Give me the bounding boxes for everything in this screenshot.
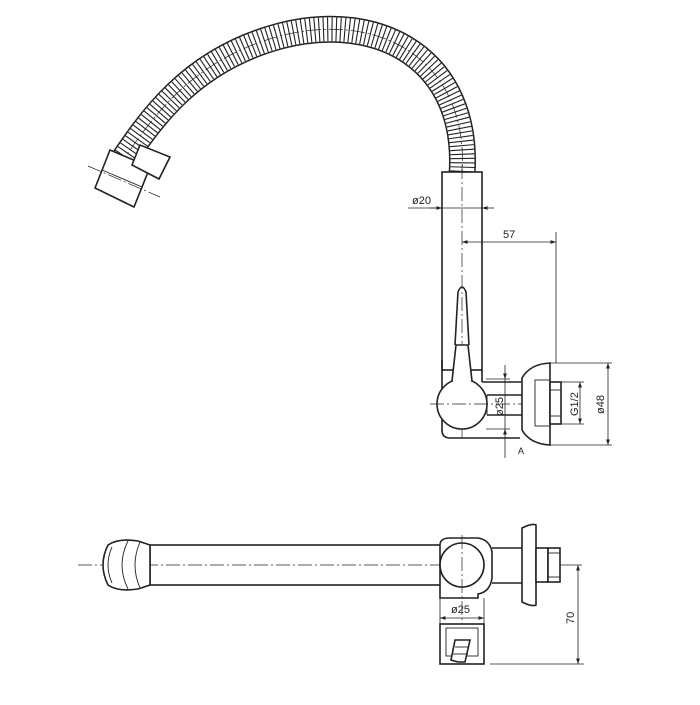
top-flange (521, 523, 582, 607)
valve-body (430, 344, 530, 439)
offset-label: 70 (565, 612, 577, 624)
horizontal-spout (78, 544, 488, 586)
reach-label: 57 (503, 229, 515, 241)
flange-diameter-label: ø48 (595, 395, 607, 414)
flexible-hose (106, 15, 476, 176)
top-body-diameter-label: ø25 (451, 604, 470, 616)
vertical-spout-tube (441, 165, 483, 438)
wall-flange (521, 362, 612, 446)
dimension-thread: G1/2 (569, 382, 582, 424)
top-dimension-body-diameter: ø25 (439, 598, 485, 624)
tube-diameter-label: ø20 (412, 195, 431, 207)
top-dimension-offset: 70 (490, 565, 584, 665)
top-valve-body (439, 535, 528, 665)
thread-label: G1/2 (569, 392, 581, 416)
section-marker: A (518, 446, 524, 456)
lever-stub (439, 623, 485, 665)
body-diameter-label: ø25 (494, 397, 506, 416)
dimension-body-diameter: ø25 (486, 365, 510, 458)
top-view: ø25 70 (78, 523, 584, 665)
front-view: ø20 57 ø25 A G1/2 ø48 (87, 15, 612, 458)
dimension-tube-diameter: ø20 (408, 195, 494, 210)
top-nozzle (102, 539, 151, 591)
dimension-flange-diameter: ø48 (595, 363, 610, 445)
hose-nozzle (87, 143, 172, 209)
dimension-reach: 57 (462, 229, 557, 363)
